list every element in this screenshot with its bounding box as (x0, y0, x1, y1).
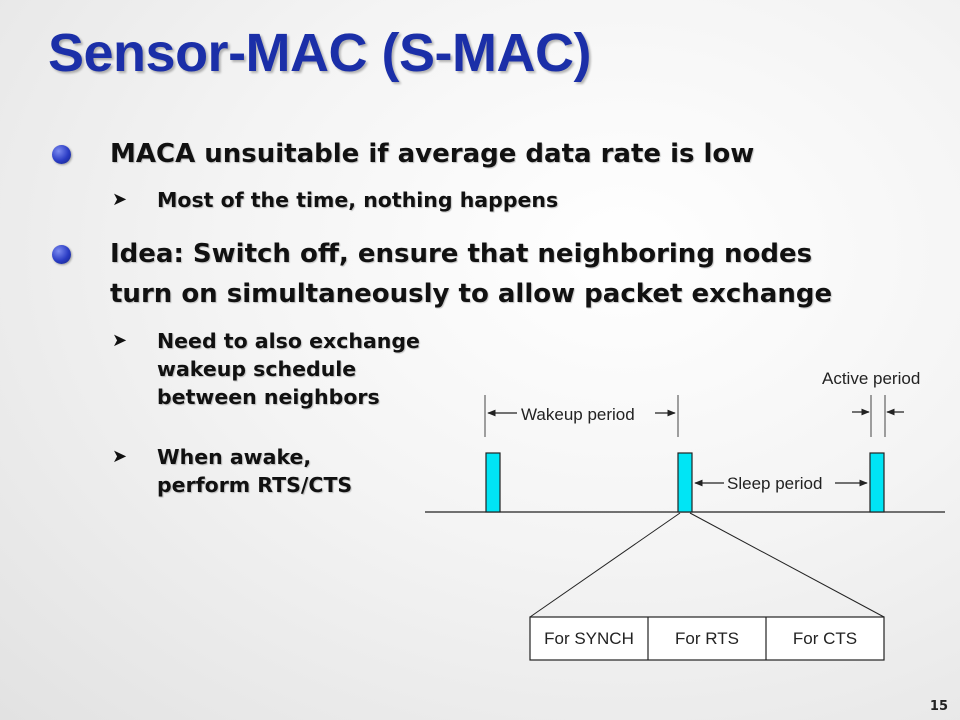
sub-bullet-2-1-line-2: wakeup schedule (157, 357, 357, 381)
frame-cell-synch: For SYNCH (544, 629, 634, 648)
active-period-label: Active period (822, 369, 920, 388)
bullet-dot-icon (52, 145, 71, 164)
frame-cell-rts: For RTS (675, 629, 739, 648)
sub-bullet-arrow-icon: ➤ (112, 446, 128, 467)
sleep-period-label: Sleep period (727, 474, 822, 493)
sub-bullet-2-1-line-3: between neighbors (157, 385, 380, 409)
frame-breakdown-box (529, 616, 885, 661)
sub-bullet-arrow-icon: ➤ (112, 330, 128, 351)
wakeup-period-label: Wakeup period (521, 405, 635, 424)
zoom-line-right (689, 512, 885, 618)
active-pulse-2 (677, 452, 693, 513)
active-pulse-1 (485, 452, 501, 513)
sub-bullet-1-1-text: Most of the time, nothing happens (157, 188, 559, 212)
bullet-2-line-2: turn on simultaneously to allow packet e… (110, 279, 833, 309)
bullet-dot-icon (52, 245, 71, 264)
slide-title: Sensor-MAC (S-MAC) (48, 23, 591, 83)
sub-bullet-arrow-icon: ➤ (112, 189, 128, 210)
frame-cell-cts: For CTS (793, 629, 857, 648)
page-number: 15 (929, 699, 948, 714)
bullet-1-text: MACA unsuitable if average data rate is … (110, 139, 755, 169)
bullet-2-line-1: Idea: Switch off, ensure that neighborin… (110, 239, 813, 269)
zoom-line-left (529, 512, 681, 618)
sub-bullet-2-2-line-1: When awake, (157, 445, 312, 469)
sub-bullet-2-2-line-2: perform RTS/CTS (157, 473, 353, 497)
active-pulse-3 (869, 452, 885, 513)
sub-bullet-2-1-line-1: Need to also exchange (157, 329, 420, 353)
